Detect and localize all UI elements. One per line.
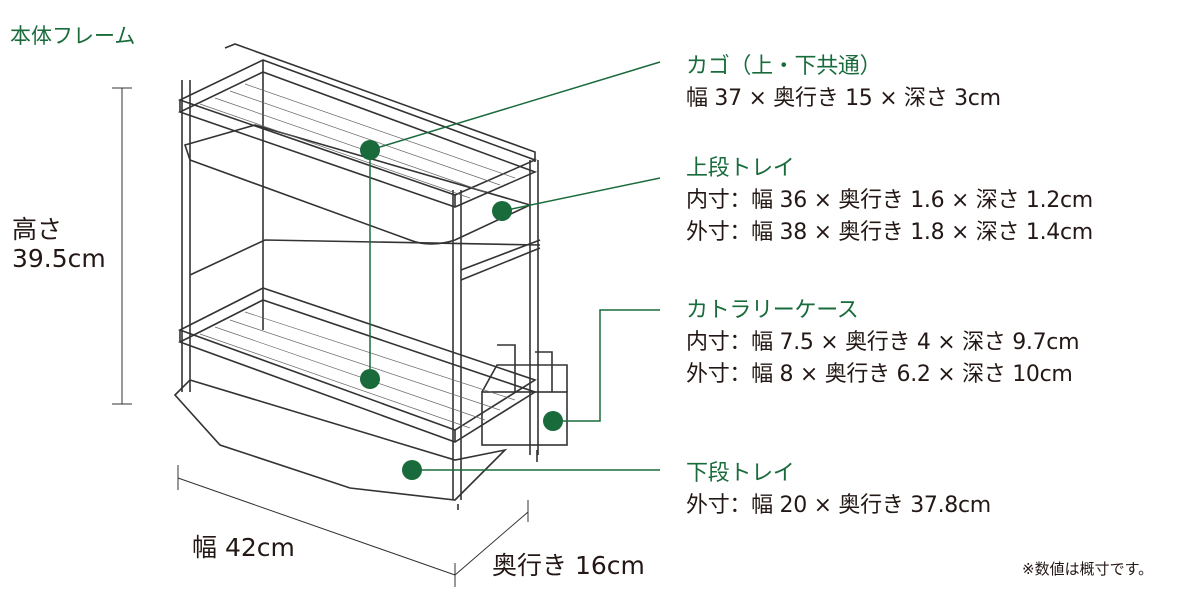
part-spec: 外寸：幅 20 × 奥行き 37.8cm <box>686 493 991 518</box>
dot-basket-top <box>360 140 380 160</box>
part-spec: 内寸：幅 36 × 奥行き 1.6 × 深さ 1.2cm <box>686 188 1093 213</box>
marker-dots <box>360 140 563 480</box>
dot-basket-bottom <box>360 369 380 389</box>
dot-cutlery-case <box>543 411 563 431</box>
part-basket: カゴ（上・下共通） 幅 37 × 奥行き 15 × 深さ 3cm <box>686 48 1001 112</box>
rack-frame <box>173 43 568 510</box>
part-title: カトラリーケース <box>686 298 859 323</box>
basket-wires <box>199 83 516 429</box>
part-lower-tray: 下段トレイ 外寸：幅 20 × 奥行き 37.8cm <box>686 455 991 519</box>
height-name: 高さ <box>12 215 63 244</box>
dot-lower-tray <box>402 460 422 480</box>
dot-upper-tray <box>492 201 512 221</box>
dimension-lines <box>112 87 529 587</box>
width-label: 幅 42cm <box>192 533 295 562</box>
leader-lines <box>369 61 661 471</box>
part-spec: 幅 37 × 奥行き 15 × 深さ 3cm <box>686 86 1001 111</box>
part-spec: 内寸：幅 7.5 × 奥行き 4 × 深さ 9.7cm <box>686 330 1080 355</box>
part-spec: 外寸：幅 8 × 奥行き 6.2 × 深さ 10cm <box>686 362 1073 387</box>
frame-title: 本体フレーム <box>10 24 136 48</box>
depth-label: 奥行き 16cm <box>492 551 645 580</box>
part-cutlery-case: カトラリーケース 内寸：幅 7.5 × 奥行き 4 × 深さ 9.7cm 外寸：… <box>686 292 1080 388</box>
approx-note: ※数値は概寸です。 <box>1022 560 1154 578</box>
height-value: 39.5cm <box>12 244 106 273</box>
part-title: カゴ（上・下共通） <box>686 54 882 79</box>
part-spec: 外寸：幅 38 × 奥行き 1.8 × 深さ 1.4cm <box>686 220 1093 245</box>
part-upper-tray: 上段トレイ 内寸：幅 36 × 奥行き 1.6 × 深さ 1.2cm 外寸：幅 … <box>686 150 1093 246</box>
part-title: 上段トレイ <box>686 156 795 181</box>
part-title: 下段トレイ <box>686 461 795 486</box>
